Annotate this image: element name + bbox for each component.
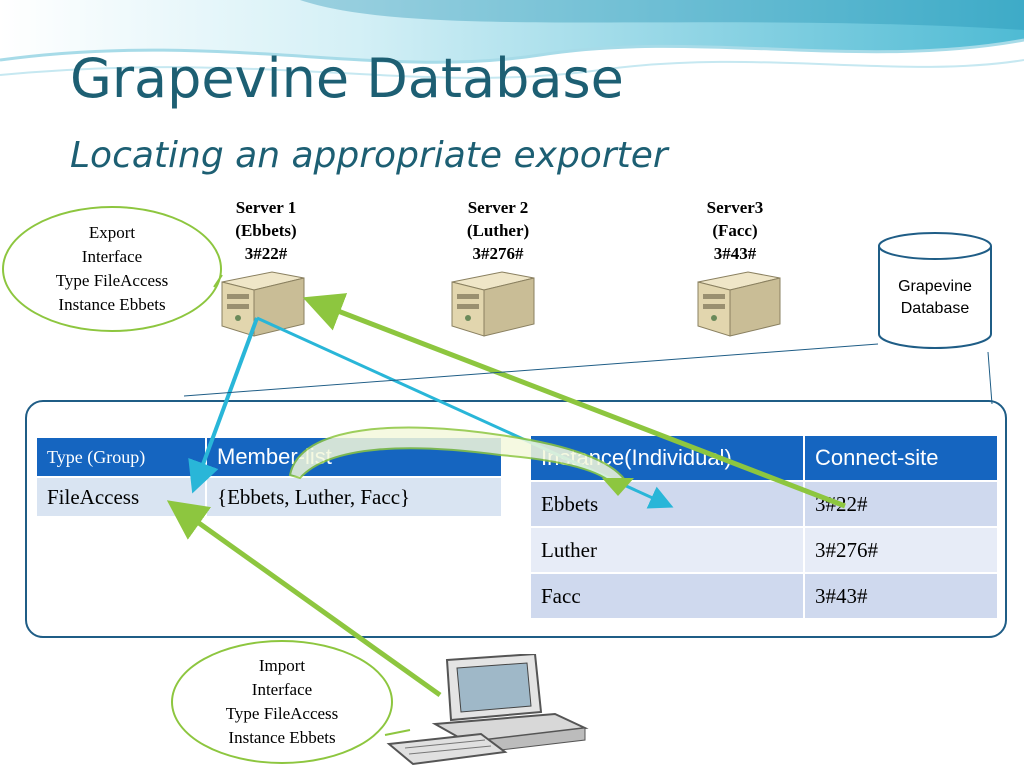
bubble-line: Export [88,223,136,242]
server-site: 3#22# [244,244,288,263]
database-line: Database [900,300,970,317]
import-interface-bubble: Import Interface Type FileAccess Instanc… [171,640,393,764]
server-name: Server 1 [235,198,297,217]
slide-subtitle: Locating an appropriate exporter [70,135,668,176]
server-name: Server 2 [467,198,529,217]
bubble-line: Interface [81,247,143,266]
server-site: 3#276# [472,244,524,263]
bubble-line: Instance Ebbets [58,295,166,314]
header-instance: Instance(Individual) [529,434,805,482]
callout-line-left [183,343,879,397]
bubble-line: Instance Ebbets [228,728,336,747]
table-row: Ebbets 3#22# [529,480,999,528]
table-row: FileAccess {Ebbets, Luther, Facc} [35,476,503,518]
header-member-list: Member-list [205,436,503,478]
server-alias: (Ebbets) [235,221,297,240]
table-row: Luther 3#276# [529,526,999,574]
table-row: Facc 3#43# [529,572,999,620]
header-type-group: Type (Group) [35,436,207,478]
cell-connect-site: 3#43# [803,572,999,620]
server-2-label: Server 2 (Luther) 3#276# [438,196,558,265]
cell-type: FileAccess [35,476,207,518]
cell-connect-site: 3#22# [803,480,999,528]
bubble-line: Interface [251,680,313,699]
header-connect-site: Connect-site [803,434,999,482]
slide-title: Grapevine Database [70,47,624,110]
cell-instance: Ebbets [529,480,805,528]
server-site: 3#43# [713,244,757,263]
server-alias: (Luther) [466,221,530,240]
cell-instance: Facc [529,572,805,620]
database-line: Grapevine [898,278,972,295]
bubble-line: Type FileAccess [225,704,339,723]
callout-line-right [987,351,993,405]
group-table: Type (Group) Member-list FileAccess {Ebb… [35,436,503,518]
database-cylinder-icon [878,232,992,349]
bubble-line: Import [258,656,306,675]
server-3-label: Server3 (Facc) 3#43# [675,196,795,265]
cell-member-list: {Ebbets, Luther, Facc} [205,476,503,518]
server-name: Server3 [706,198,764,217]
table-header-row: Instance(Individual) Connect-site [529,434,999,482]
export-interface-bubble: Export Interface Type FileAccess Instanc… [2,206,222,332]
computer-icon [386,654,589,766]
server-alias: (Facc) [712,221,758,240]
database-label: Grapevine Database [880,276,990,320]
cell-connect-site: 3#276# [803,526,999,574]
wave-background [0,0,1024,79]
server-icon [697,271,781,337]
server-1-label: Server 1 (Ebbets) 3#22# [206,196,326,265]
server-icon [451,271,535,337]
individual-table: Instance(Individual) Connect-site Ebbets… [529,434,999,620]
server-icon [221,271,305,337]
table-header-row: Type (Group) Member-list [35,436,503,478]
bubble-line: Type FileAccess [55,271,169,290]
cell-instance: Luther [529,526,805,574]
